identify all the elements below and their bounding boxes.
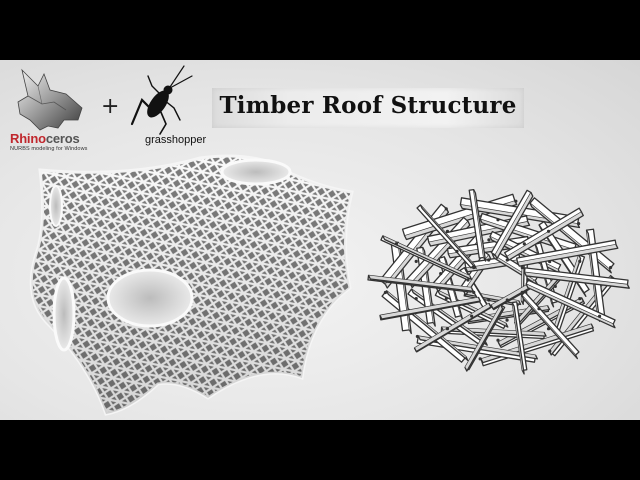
timber-bolt — [505, 318, 509, 322]
timber-beam — [516, 239, 617, 264]
thumbnail-canvas: Rhinoceros NURBS modeling for Windows + … — [0, 60, 640, 420]
timber-beam-side — [464, 304, 504, 372]
timber-bolt — [520, 290, 524, 294]
timber-bolt — [496, 218, 500, 222]
timber-bolt — [439, 272, 443, 276]
timber-bolt — [496, 338, 500, 342]
timber-bolt — [487, 258, 491, 262]
rhino-logo-tagline: NURBS modeling for Windows — [10, 146, 88, 152]
timber-bolt — [414, 297, 418, 301]
timber-beam-side — [521, 294, 579, 360]
timber-bolt — [472, 266, 476, 270]
timber-bolt — [537, 307, 541, 311]
timber-beam-side — [419, 204, 477, 270]
timber-bolt — [415, 334, 419, 339]
timber-bolt — [445, 327, 450, 331]
timber-bolt — [526, 278, 530, 282]
grasshopper-icon — [130, 65, 193, 135]
rhino-head-icon — [17, 68, 83, 131]
timber-bolt — [548, 259, 552, 264]
timber-beam-side — [379, 297, 481, 320]
timber-beam-side — [511, 302, 525, 375]
timber-bolt — [578, 259, 582, 263]
timber-beam-side — [490, 279, 538, 310]
timber-bolt — [487, 298, 491, 302]
timber-beam-side — [473, 189, 487, 262]
timber-bolt — [478, 357, 482, 361]
timber-bolt — [455, 249, 459, 253]
timber-bolt — [394, 242, 399, 246]
timber-bolt — [445, 229, 450, 233]
timber-bolt — [487, 238, 491, 242]
timber-bolt — [597, 314, 602, 318]
timber-bolt — [520, 266, 524, 270]
timber-beam-side — [494, 192, 534, 260]
timber-bolt — [472, 290, 476, 294]
timber-bolt — [578, 297, 582, 301]
timber-bolt — [546, 327, 551, 331]
timber-beam-side — [367, 275, 474, 292]
title-banner: Timber Roof Structure — [212, 88, 524, 128]
grasshopper-wordmark: grasshopper — [145, 134, 207, 146]
timber-bolt — [444, 296, 448, 301]
timber-bolt — [514, 199, 518, 203]
timber-bolt — [505, 298, 509, 302]
timber-bolt — [383, 290, 388, 295]
timber-bolt — [466, 278, 470, 282]
timber-bolt — [522, 242, 526, 246]
plus-sign: + — [101, 94, 120, 119]
timber-bolt — [444, 207, 448, 211]
timber-beam-side — [523, 272, 630, 289]
timber-bolt — [414, 259, 418, 263]
timber-bolt — [548, 349, 552, 353]
timber-bolt — [470, 314, 474, 318]
timber-beam-side — [516, 244, 619, 267]
timber-beam-side — [382, 235, 473, 281]
timber-bolt — [553, 284, 557, 288]
timber-bolt — [505, 258, 509, 262]
timber-frame-image — [367, 188, 630, 375]
timber-bolt — [577, 221, 581, 226]
page-title: Timber Roof Structure — [219, 92, 517, 119]
rhino-logo-wordmark: Rhinoceros — [10, 131, 80, 146]
timber-beam-side — [525, 283, 616, 329]
timber-bolt — [608, 265, 613, 270]
lattice-shell-image — [29, 154, 354, 416]
timber-bolt — [546, 229, 551, 233]
timber-beam-side — [506, 211, 584, 261]
